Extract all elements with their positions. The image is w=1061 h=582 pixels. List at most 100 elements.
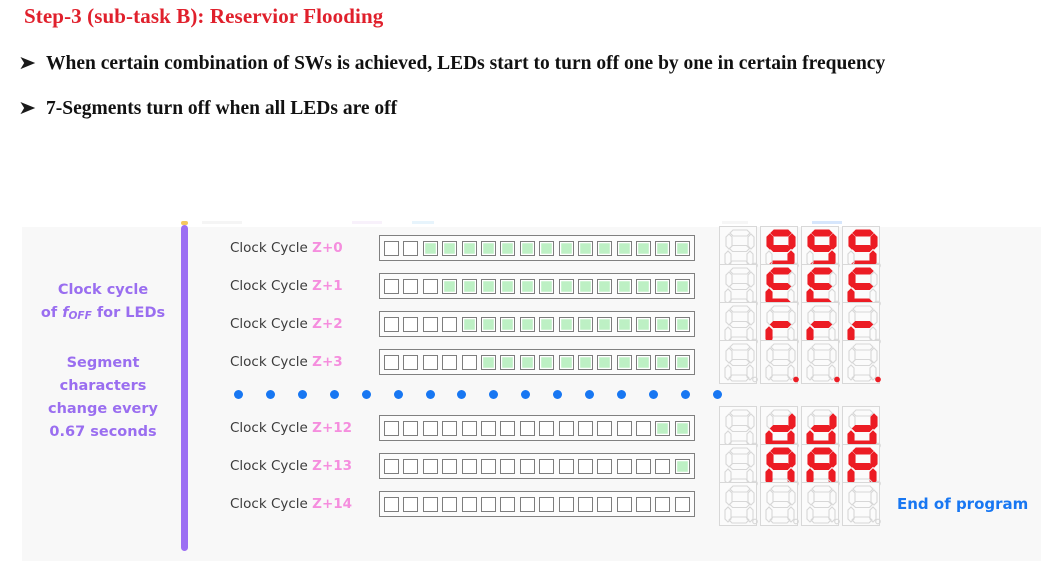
led-indicator bbox=[558, 278, 574, 294]
led-indicator bbox=[655, 316, 671, 332]
led-indicator bbox=[442, 496, 458, 512]
seven-segment-digit bbox=[760, 302, 799, 346]
led-indicator bbox=[403, 420, 419, 436]
led-bar bbox=[379, 311, 695, 337]
led-indicator bbox=[674, 458, 690, 474]
cycle-label-prefix: Clock Cycle bbox=[230, 458, 313, 474]
seven-segment-group bbox=[719, 226, 887, 270]
led-indicator bbox=[500, 496, 516, 512]
cycle-row: Clock Cycle Z+2 bbox=[22, 302, 1041, 346]
clip-smudge bbox=[812, 221, 842, 224]
continuation-dot bbox=[297, 389, 307, 399]
led-indicator bbox=[597, 496, 613, 512]
led-indicator bbox=[655, 354, 671, 370]
cycle-row: Clock Cycle Z+0 bbox=[22, 226, 1041, 270]
led-indicator bbox=[539, 496, 555, 512]
led-indicator bbox=[616, 458, 632, 474]
led-indicator bbox=[480, 278, 496, 294]
led-indicator bbox=[403, 496, 419, 512]
seven-segment-digit bbox=[801, 340, 840, 384]
caption-f-symbol: f bbox=[62, 305, 69, 321]
led-indicator bbox=[442, 316, 458, 332]
led-indicator bbox=[539, 316, 555, 332]
cycle-label-prefix: Clock Cycle bbox=[230, 316, 313, 332]
seven-segment-digit bbox=[760, 482, 799, 526]
led-indicator bbox=[422, 316, 438, 332]
seven-segment-group bbox=[719, 444, 887, 488]
cycle-row: Clock Cycle Z+3 bbox=[22, 340, 1041, 384]
led-indicator bbox=[616, 354, 632, 370]
cycle-row: Clock Cycle Z+1 bbox=[22, 264, 1041, 308]
seven-segment-digit bbox=[842, 444, 881, 488]
seven-segment-digit bbox=[719, 302, 758, 346]
caption-of: of bbox=[40, 305, 63, 321]
list-item: ➤ 7-Segments turn off when all LEDs are … bbox=[18, 95, 1038, 122]
seven-segment-digit bbox=[719, 406, 758, 450]
led-indicator bbox=[403, 278, 419, 294]
cycle-label-index: Z+3 bbox=[312, 354, 343, 370]
led-indicator bbox=[480, 496, 496, 512]
seven-segment-digit bbox=[842, 264, 881, 308]
led-bar bbox=[379, 415, 695, 441]
timing-diagram-panel: Clock cycle of fOFF for LEDs Segment cha… bbox=[22, 219, 1041, 561]
seven-segment-digit bbox=[842, 302, 881, 346]
seven-segment-digit bbox=[801, 226, 840, 270]
led-indicator bbox=[616, 420, 632, 436]
led-bar bbox=[379, 453, 695, 479]
led-indicator bbox=[558, 458, 574, 474]
bullet-text: When certain combination of SWs is achie… bbox=[46, 53, 886, 74]
led-indicator bbox=[384, 458, 399, 474]
caption-line: 0.67 seconds bbox=[49, 424, 157, 440]
led-indicator bbox=[480, 458, 496, 474]
led-indicator bbox=[636, 496, 652, 512]
cycle-label: Clock Cycle Z+14 bbox=[230, 496, 382, 512]
led-indicator bbox=[616, 278, 632, 294]
led-indicator bbox=[461, 240, 477, 256]
caption-off-subscript: OFF bbox=[68, 310, 92, 322]
caption-line: Segment bbox=[66, 355, 140, 371]
seven-segment-digit bbox=[842, 226, 881, 270]
continuation-dot bbox=[265, 389, 275, 399]
led-indicator bbox=[577, 278, 593, 294]
led-indicator bbox=[384, 354, 399, 370]
continuation-dot bbox=[553, 389, 563, 399]
led-indicator bbox=[442, 420, 458, 436]
cycle-label-prefix: Clock Cycle bbox=[230, 240, 313, 256]
seven-segment-digit bbox=[719, 482, 758, 526]
seven-segment-digit bbox=[719, 264, 758, 308]
seven-segment-digit bbox=[842, 340, 881, 384]
led-indicator bbox=[461, 420, 477, 436]
caption-for-leds: for LEDs bbox=[91, 305, 166, 321]
led-indicator bbox=[422, 496, 438, 512]
led-indicator bbox=[461, 354, 477, 370]
arrow-bullet-icon: ➤ bbox=[18, 52, 37, 74]
led-indicator bbox=[674, 496, 690, 512]
seven-segment-group bbox=[719, 340, 887, 384]
cycle-label-prefix: Clock Cycle bbox=[230, 420, 313, 436]
led-bar bbox=[379, 349, 695, 375]
led-indicator bbox=[539, 354, 555, 370]
continuation-dots-row bbox=[234, 387, 722, 401]
page-title: Step-3 (sub-task B): Reservior Flooding bbox=[24, 4, 384, 28]
led-indicator bbox=[636, 240, 652, 256]
caption-line: change every bbox=[47, 401, 158, 417]
continuation-dot bbox=[585, 389, 595, 399]
continuation-dot bbox=[329, 389, 339, 399]
cycle-label-index: Z+14 bbox=[312, 496, 353, 512]
continuation-dot bbox=[489, 389, 499, 399]
continuation-dot bbox=[425, 389, 435, 399]
bullet-text: 7-Segments turn off when all LEDs are of… bbox=[46, 98, 398, 119]
cycle-label: Clock Cycle Z+13 bbox=[230, 458, 382, 474]
led-indicator bbox=[422, 420, 438, 436]
led-indicator bbox=[577, 354, 593, 370]
led-indicator bbox=[519, 354, 535, 370]
led-indicator bbox=[480, 240, 496, 256]
led-indicator bbox=[384, 420, 399, 436]
led-indicator bbox=[422, 278, 438, 294]
arrow-bullet-icon: ➤ bbox=[18, 97, 37, 119]
cycle-label-prefix: Clock Cycle bbox=[230, 496, 313, 512]
led-indicator bbox=[597, 278, 613, 294]
led-indicator bbox=[442, 458, 458, 474]
cycle-label-index: Z+1 bbox=[312, 278, 343, 294]
led-indicator bbox=[616, 240, 632, 256]
